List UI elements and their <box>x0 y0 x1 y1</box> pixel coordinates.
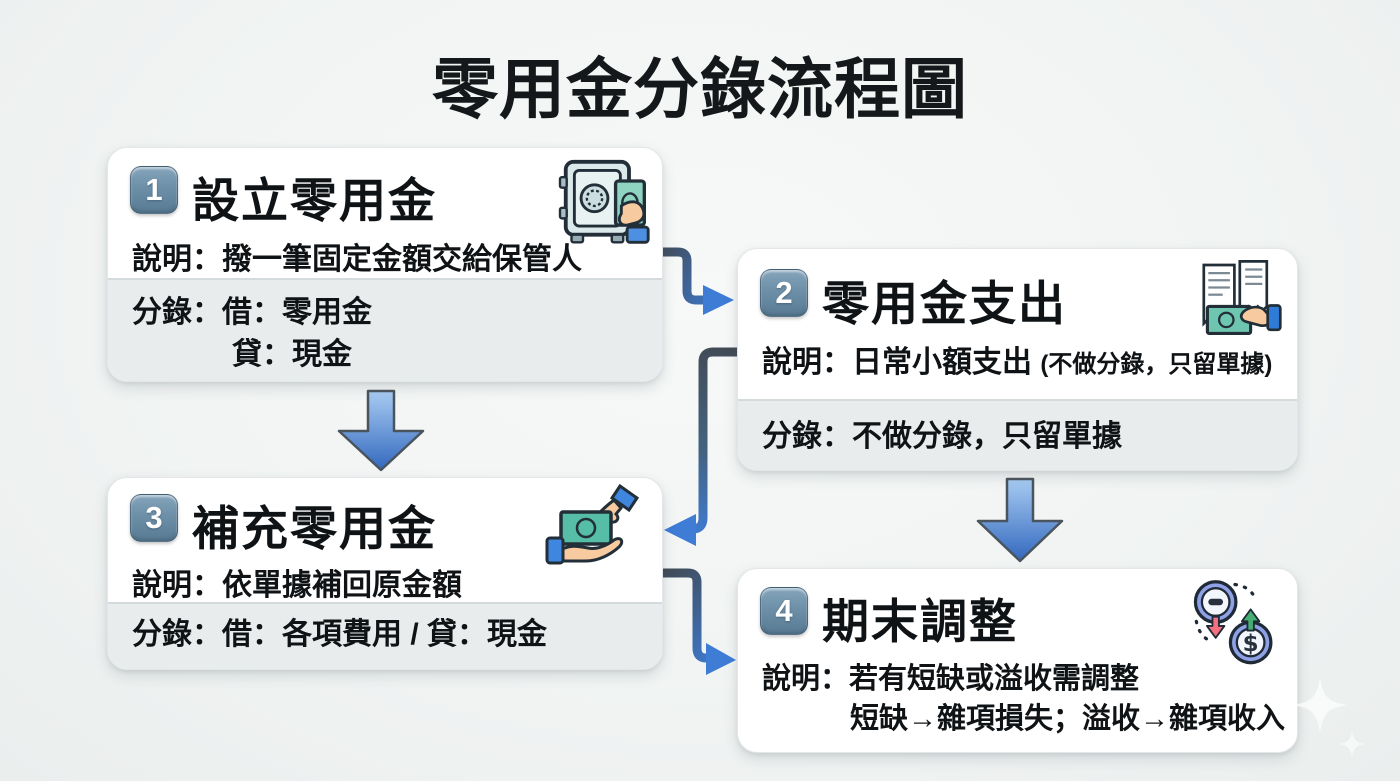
step-description: 說明：撥一筆固定金額交給保管人 <box>132 243 582 276</box>
safe-with-cash-icon <box>558 158 654 250</box>
step-title: 設立零用金 <box>192 174 437 227</box>
step-card-replenish-petty-cash: 3 補充零用金 說明：依單據補回原金額 分錄：借：各項費用 / 貸：現金 <box>107 477 663 670</box>
journal-entry-line: 分錄：不做分錄，只留單據 <box>762 420 1122 453</box>
step-title: 期末調整 <box>822 595 1018 648</box>
journal-entry-section: 分錄：借：零用金 貸：現金 <box>108 278 662 381</box>
step-number-badge: 4 <box>760 587 808 635</box>
step-description: 說明：依單據補回原金額 <box>132 569 462 602</box>
journal-entry-line: 分錄：借：零用金 <box>132 296 372 329</box>
arrow-box1-to-box2 <box>656 247 734 315</box>
description-main: 說明：日常小額支出 <box>762 346 1041 379</box>
step-description: 說明：若有短缺或溢收需調整 <box>762 663 1140 695</box>
step-card-establish-petty-cash: 1 設立零用金 說明：撥一筆固定金額交給保管人 分錄：借：零用金 貸：現金 <box>107 147 663 382</box>
description-note: (不做分錄，只留單據) <box>1040 351 1273 378</box>
step-card-period-end-adjustment: 4 期末調整 $ 說明：若有短缺或溢收需調整 短缺→雜項損失；溢收→雜項收入 <box>737 568 1298 753</box>
arrow-box3-to-box4 <box>661 568 736 675</box>
step-number-badge: 3 <box>130 494 178 542</box>
journal-entry-section: 分錄：借：各項費用 / 貸：現金 <box>108 602 662 669</box>
journal-entry-section: 分錄：不做分錄，只留單據 <box>738 399 1297 470</box>
arrow-box2-to-box3 <box>664 347 737 546</box>
step-card-petty-cash-expenditure: 2 零用金支出 說明：日常小額支出 (不做分錄，只留單據) 分錄：不做分錄，只留 <box>737 248 1298 471</box>
journal-entry-line: 貸：現金 <box>232 338 352 371</box>
shortage-overage-adjustment-icon: $ <box>1189 577 1281 673</box>
step-title: 零用金支出 <box>822 277 1067 330</box>
step-title: 補充零用金 <box>192 502 437 555</box>
arrow-box1-to-box3 <box>337 389 425 472</box>
receipts-with-cash-icon <box>1193 255 1283 347</box>
step-description: 說明：日常小額支出 (不做分錄，只留單據) <box>762 337 1272 381</box>
journal-entry-line: 分錄：借：各項費用 / 貸：現金 <box>132 618 548 651</box>
step-number-badge: 1 <box>130 166 178 214</box>
page-title: 零用金分錄流程圖 <box>432 52 968 126</box>
step-description-line2: 短缺→雜項損失；溢收→雜項收入 <box>850 703 1286 735</box>
step-number-badge: 2 <box>760 269 808 317</box>
svg-text:$: $ <box>1243 631 1259 657</box>
hand-giving-cash-icon <box>544 480 644 576</box>
arrow-box2-to-box4 <box>976 477 1064 563</box>
